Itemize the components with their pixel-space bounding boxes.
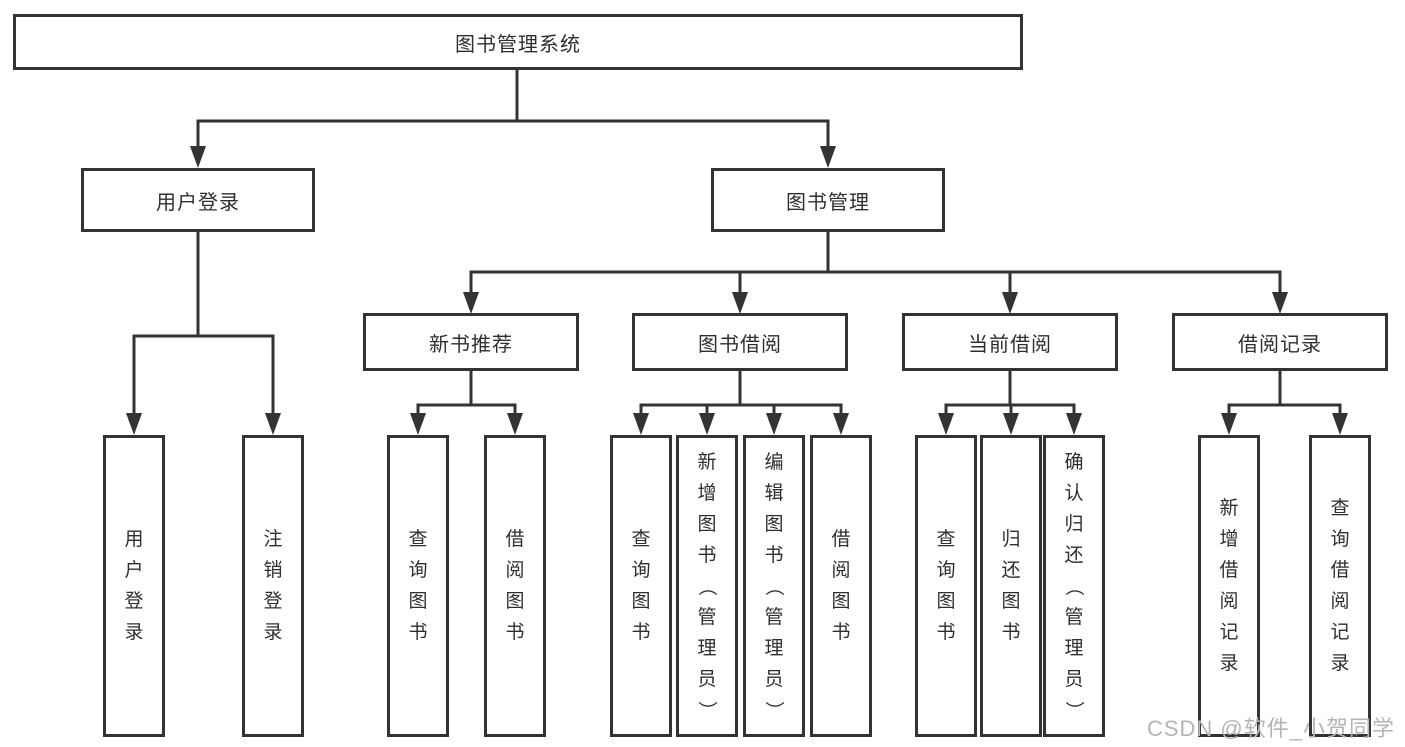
node-book-management: 图书管理 bbox=[711, 168, 945, 232]
watermark: CSDN @软件_小贺同学 bbox=[1146, 716, 1395, 741]
connector-lines bbox=[132, 68, 1342, 418]
leaf-query-books-recommend: 查询图书 bbox=[387, 435, 449, 737]
node-new-book-recommendation: 新书推荐 bbox=[363, 313, 579, 371]
arrowhead-icons bbox=[126, 146, 1348, 435]
leaf-add-borrow-record: 新增借阅记录 bbox=[1198, 435, 1260, 737]
node-root: 图书管理系统 bbox=[13, 14, 1023, 70]
node-book-borrowing: 图书借阅 bbox=[632, 313, 848, 371]
leaf-query-books-current: 查询图书 bbox=[915, 435, 977, 737]
node-user-login: 用户登录 bbox=[81, 168, 315, 232]
leaf-confirm-return-admin: 确认归还（管理员） bbox=[1043, 435, 1105, 737]
leaf-return-books: 归还图书 bbox=[980, 435, 1042, 737]
leaf-query-borrow-record: 查询借阅记录 bbox=[1309, 435, 1371, 737]
leaf-logout: 注销登录 bbox=[242, 435, 304, 737]
leaf-query-books-borrowing: 查询图书 bbox=[610, 435, 672, 737]
leaf-borrow-books-borrowing: 借阅图书 bbox=[810, 435, 872, 737]
node-borrowing-records: 借阅记录 bbox=[1172, 313, 1388, 371]
leaf-edit-book-admin: 编辑图书（管理员） bbox=[743, 435, 805, 737]
leaf-add-book-admin: 新增图书（管理员） bbox=[676, 435, 738, 737]
node-current-borrowing: 当前借阅 bbox=[902, 313, 1118, 371]
leaf-borrow-books-recommend: 借阅图书 bbox=[484, 435, 546, 737]
leaf-user-login: 用户登录 bbox=[103, 435, 165, 737]
